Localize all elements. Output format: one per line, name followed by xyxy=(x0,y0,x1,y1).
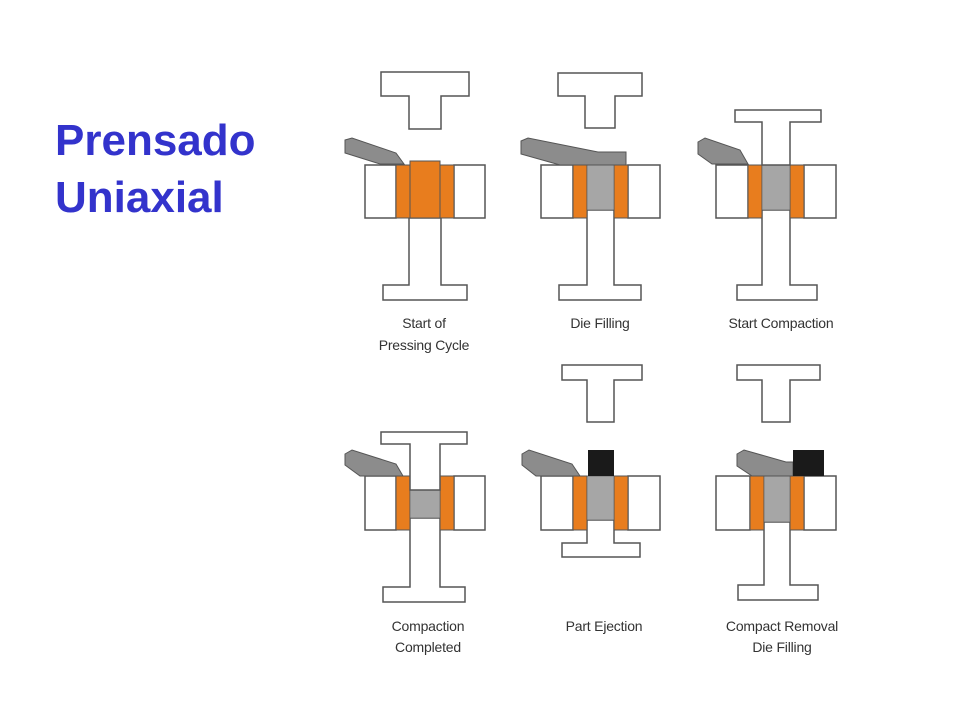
feed-shoe xyxy=(521,449,581,477)
die-wall-left xyxy=(749,475,765,531)
die-wall-right xyxy=(789,475,805,531)
die-block-right xyxy=(803,164,837,219)
die-block-right xyxy=(453,164,486,219)
die-block-left xyxy=(715,475,751,531)
die-block-right xyxy=(627,164,661,219)
lower-punch xyxy=(382,217,468,301)
feed-shoe xyxy=(736,449,794,477)
lower-punch xyxy=(737,521,819,601)
upper-punch xyxy=(557,72,643,129)
powder-fill xyxy=(761,164,791,211)
feed-shoe xyxy=(344,137,405,165)
die-wall-right xyxy=(789,164,805,219)
feed-shoe xyxy=(520,137,627,166)
panel-compaction-completed: Compaction Completed xyxy=(344,431,486,655)
panel-die-filling: Die Filling xyxy=(520,72,661,331)
lower-punch xyxy=(558,209,642,301)
die-wall-right xyxy=(613,475,629,531)
die-wall-left xyxy=(572,475,588,531)
die-wall-left xyxy=(395,164,411,219)
die-block-right xyxy=(803,475,837,531)
compacted-powder xyxy=(409,489,441,519)
die-wall-right xyxy=(613,164,629,219)
panel-start-of-pressing-cycle: Start of Pressing Cycle xyxy=(344,71,486,353)
die-wall-left xyxy=(395,475,411,531)
die-block-left xyxy=(364,475,397,531)
panel-start-compaction: Start Compaction xyxy=(697,109,837,331)
panel-label-line-1: Start Compaction xyxy=(729,315,834,331)
die-block-left xyxy=(364,164,397,219)
slide-title-line-2: Uniaxial xyxy=(55,173,224,222)
feed-shoe xyxy=(697,137,749,165)
die-wall-right xyxy=(439,475,455,531)
slide-title: Prensado Uniaxial xyxy=(55,112,256,226)
panel-part-ejection: Part Ejection xyxy=(521,364,661,634)
panel-label-line-2: Completed xyxy=(395,639,461,655)
slide-title-line-1: Prensado xyxy=(55,116,256,165)
feed-shoe xyxy=(344,449,404,477)
die-cavity-fill xyxy=(409,160,441,219)
die-block-left xyxy=(540,164,574,219)
upper-punch xyxy=(561,364,643,423)
upper-punch xyxy=(380,431,468,491)
lower-punch xyxy=(382,517,466,603)
panel-label-line-1: Start of xyxy=(402,315,446,331)
panel-label-line-1: Compaction xyxy=(392,618,465,634)
die-block-left xyxy=(540,475,574,531)
ejected-compact xyxy=(588,450,614,476)
upper-punch xyxy=(736,364,821,423)
die-wall-right xyxy=(439,164,455,219)
powder-fill xyxy=(586,164,615,211)
powder-fill xyxy=(586,475,615,521)
upper-punch xyxy=(380,71,470,130)
removed-compact xyxy=(793,450,824,476)
panel-label-line-1: Part Ejection xyxy=(566,618,643,634)
upper-punch xyxy=(734,109,822,166)
die-block-right xyxy=(627,475,661,531)
die-block-left xyxy=(715,164,749,219)
panel-label-line-1: Die Filling xyxy=(570,315,629,331)
panel-label-line-1: Compact Removal xyxy=(726,618,838,634)
panel-label-line-2: Pressing Cycle xyxy=(379,337,470,353)
panel-compact-removal-die-filling: Compact Removal Die Filling xyxy=(715,364,838,655)
panel-label-line-2: Die Filling xyxy=(752,639,811,655)
die-block-right xyxy=(453,475,486,531)
die-wall-left xyxy=(572,164,588,219)
die-wall-left xyxy=(747,164,763,219)
lower-punch xyxy=(736,209,818,301)
powder-fill xyxy=(763,475,791,523)
